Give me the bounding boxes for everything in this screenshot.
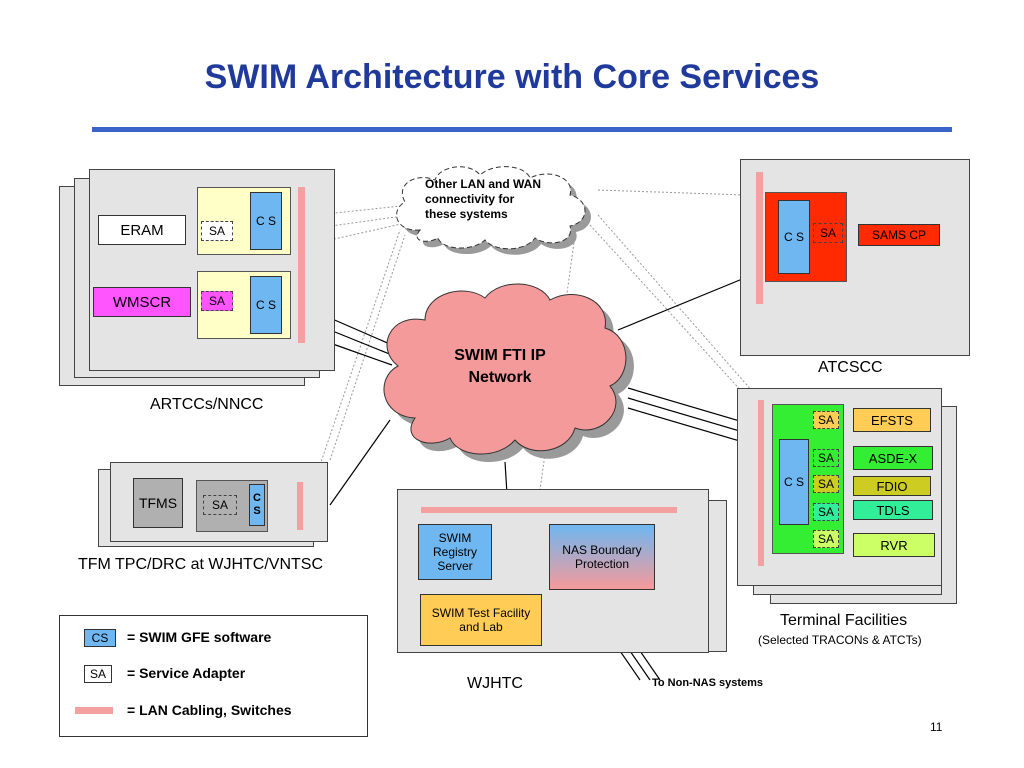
rvr-sa: SA: [813, 530, 839, 548]
atcscc-label: ATCSCC: [818, 359, 883, 376]
efsts-sa: SA: [813, 411, 839, 429]
asde-sa: SA: [813, 449, 839, 467]
tdls-box: TDLS: [853, 500, 933, 520]
eram-cs: C S: [250, 192, 282, 250]
efsts-box: EFSTS: [853, 408, 931, 432]
legend-lan-text: = LAN Cabling, Switches: [127, 702, 292, 718]
eram-box: ERAM: [98, 215, 186, 245]
eram-sa: SA: [201, 221, 233, 241]
atcscc-sa: SA: [813, 223, 843, 243]
terminal-label: Terminal Facilities: [780, 612, 908, 629]
legend-cs-text: = SWIM GFE software: [127, 629, 272, 645]
fti-cloud: SWIM FTI IP Network: [383, 283, 634, 463]
wmscr-cs: C S: [250, 276, 282, 334]
tdls-sa: SA: [813, 503, 839, 521]
tfm-sa: SA: [203, 495, 237, 515]
rvr-box: RVR: [853, 533, 935, 557]
terminal-sublabel: (Selected TRACONs & ATCTs): [758, 633, 922, 647]
page-title: SWIM Architecture with Core Services: [204, 58, 820, 96]
tfm-label: TFM TPC/DRC at WJHTC/VNTSC: [78, 556, 324, 573]
asde-x-box: ASDE-X: [853, 446, 933, 470]
terminal-cs: C S: [779, 439, 809, 525]
swim-registry-box: SWIM Registry Server: [418, 524, 492, 580]
wmscr-sa: SA: [201, 291, 233, 311]
wmscr-box: WMSCR: [93, 287, 191, 317]
legend-sa-text: = Service Adapter: [127, 665, 246, 681]
other-lan-cloud: [396, 166, 591, 255]
legend-sa-key: SA: [84, 665, 112, 683]
nas-boundary-box: NAS Boundary Protection: [549, 524, 655, 590]
legend-lan-key: [75, 707, 113, 714]
fti-cloud-line1: SWIM FTI IP: [454, 347, 546, 364]
fdio-sa: SA: [813, 475, 839, 493]
other-lan-text: Other LAN and WAN connectivity for these…: [425, 177, 541, 221]
atcscc-lan-bar: [756, 172, 763, 304]
wjhtc-lan-bar: [421, 507, 677, 513]
terminal-lan-bar: [758, 400, 764, 566]
legend-cs-key: CS: [84, 629, 116, 647]
artcc-lan-bar: [298, 187, 305, 343]
wjhtc-label: WJHTC: [467, 675, 523, 692]
page-number: 11: [930, 720, 943, 734]
title-underline: [92, 127, 952, 132]
fdio-box: FDIO: [853, 476, 931, 496]
fti-cloud-line2: Network: [468, 369, 531, 386]
swim-test-box: SWIM Test Facility and Lab: [420, 594, 542, 646]
sams-cp-box: SAMS CP: [858, 224, 940, 246]
tfm-lan-bar: [297, 482, 303, 530]
tfms-box: TFMS: [133, 478, 183, 528]
artcc-label: ARTCCs/NNCC: [150, 396, 264, 413]
atcscc-cs: C S: [778, 200, 810, 274]
tfm-cs: C S: [249, 484, 265, 526]
non-nas-label: To Non-NAS systems: [652, 677, 764, 689]
